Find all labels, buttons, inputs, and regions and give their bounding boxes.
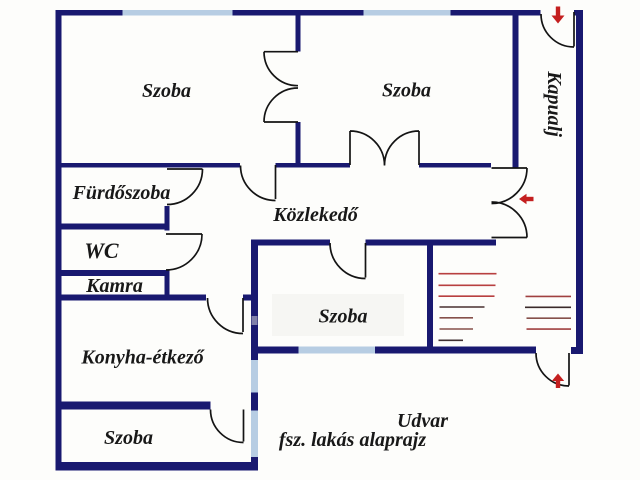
svg-text:Konyha-étkező: Konyha-étkező [80,347,205,369]
svg-text:Kapualj: Kapualj [543,70,565,137]
svg-text:Szoba: Szoba [382,80,431,102]
svg-text:Udvar: Udvar [397,410,448,432]
svg-text:Fürdőszoba: Fürdőszoba [72,182,171,204]
svg-text:Közlekedő: Közlekedő [272,204,359,226]
svg-text:Szoba: Szoba [104,427,153,449]
svg-text:Szoba: Szoba [319,306,368,328]
svg-text:Kamra: Kamra [85,275,143,297]
svg-text:WC: WC [84,238,119,263]
svg-text:Szoba: Szoba [142,80,191,102]
svg-text:fsz. lakás alaprajz: fsz. lakás alaprajz [279,429,426,451]
